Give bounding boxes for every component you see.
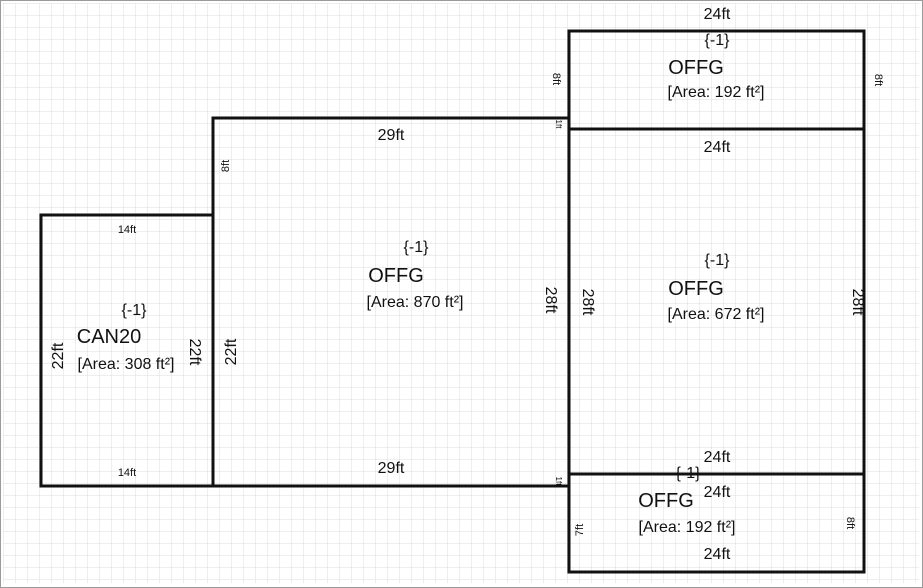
room-offg-bottom-outline[interactable] — [567, 472, 866, 574]
room-code: {-1} — [122, 302, 148, 319]
room-name: OFFG — [368, 265, 424, 287]
room-code: {-1} — [705, 32, 731, 49]
room-name: CAN20 — [77, 326, 141, 348]
dim-top: 14ft — [118, 224, 136, 236]
room-offg-main: {-1} OFFG [Area: 870 ft²] 29ft 29ft 22ft… — [220, 120, 563, 487]
room-area: [Area: 192 ft²] — [668, 84, 765, 101]
room-offg-bottom: {-1} 24ft OFFG [Area: 192 ft²] 24ft 7ft … — [574, 465, 856, 563]
dim-bottom: 29ft — [378, 460, 405, 477]
room-code: {-1} — [404, 239, 430, 256]
dim-top: 29ft — [378, 127, 405, 144]
dim-left: 22ft — [50, 342, 67, 369]
dim-left: 7ft — [574, 524, 586, 536]
dim-upper-left: 8ft — [220, 160, 232, 172]
dim-right: 8ft — [844, 517, 856, 529]
room-name: OFFG — [668, 57, 724, 79]
room-area: [Area: 870 ft²] — [367, 294, 464, 311]
room-area: [Area: 308 ft²] — [78, 356, 175, 373]
dim-top: 24ft — [704, 139, 731, 156]
dim-top: 24ft — [704, 6, 731, 23]
room-offg-middle: 24ft {-1} OFFG [Area: 672 ft²] 24ft 28ft… — [579, 139, 866, 466]
dim-bottom: 24ft — [704, 449, 731, 466]
room-name: OFFG — [638, 490, 694, 512]
dim-small-top-right: 1ft — [554, 120, 563, 130]
room-can20: {-1} CAN20 [Area: 308 ft²] 14ft 14ft 22f… — [50, 224, 203, 479]
dim-left: 22ft — [223, 338, 240, 365]
room-name: OFFG — [668, 278, 724, 300]
dim-right: 28ft — [849, 289, 866, 316]
dim-bottom: 24ft — [704, 546, 731, 563]
dim-left: 28ft — [579, 289, 596, 316]
dim-left: 8ft — [550, 73, 562, 85]
room-offg-top: 24ft {-1} OFFG [Area: 192 ft²] 8ft 8ft — [550, 6, 884, 101]
dim-right: 8ft — [872, 74, 884, 86]
room-area: [Area: 672 ft²] — [668, 306, 765, 323]
dim-small-bottom-right: 1ft — [554, 477, 563, 487]
dim-bottom: 14ft — [118, 467, 136, 479]
room-code: {-1} — [676, 465, 702, 482]
grid-background — [3, 3, 919, 583]
room-code: {-1} — [705, 252, 731, 269]
dim-right: 22ft — [186, 339, 203, 366]
room-area: [Area: 192 ft²] — [639, 519, 736, 536]
dim-top: 24ft — [704, 484, 731, 501]
dim-right: 28ft — [542, 287, 559, 314]
